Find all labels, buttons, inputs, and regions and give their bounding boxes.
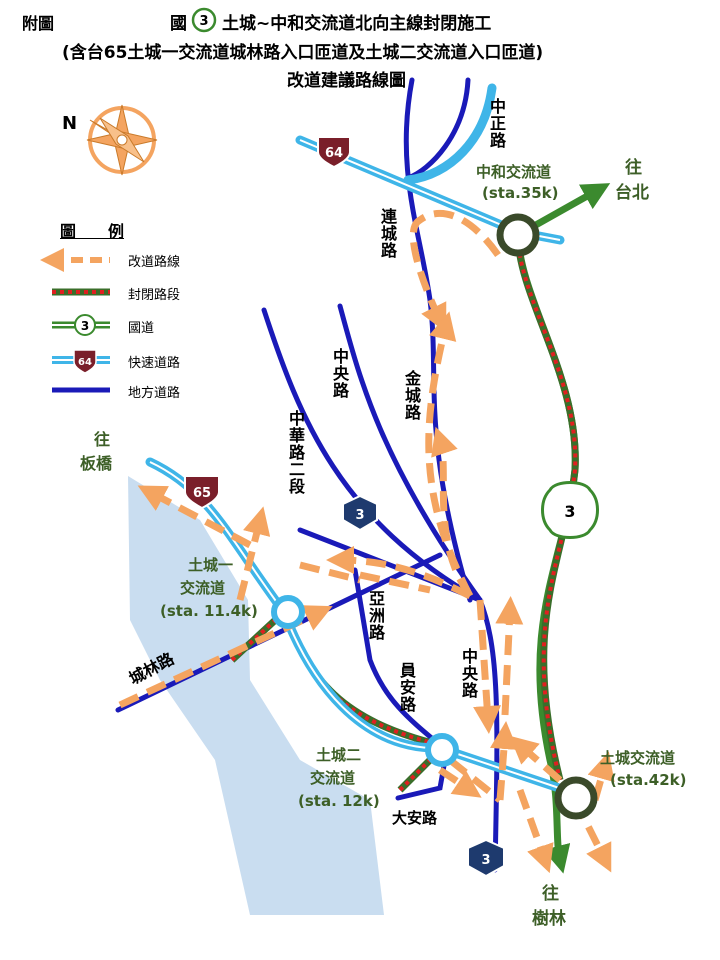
svg-text:3: 3: [199, 14, 208, 29]
tucheng2-name1: 土城二: [316, 746, 362, 764]
zhongzheng-road-line: [405, 77, 471, 181]
zhonghua-road-line: [261, 307, 483, 603]
zhonghua-road-label: 中華路二段: [288, 409, 305, 496]
zhonghe-interchange-sta: (sta.35k): [482, 184, 559, 202]
yazhou-road-line: [352, 567, 443, 748]
title-prefix: 國: [170, 14, 187, 34]
shield-provincial-3-south-text: 3: [481, 853, 490, 868]
shield-provincial-3-south: 3: [467, 838, 505, 878]
tucheng-interchange: [554, 776, 598, 820]
compass-label: N: [62, 113, 78, 134]
expressway-64-ramp: [403, 83, 497, 185]
page-title: 土城~中和交流道北向主線封閉施工: [222, 14, 492, 34]
page-subtitle: (含台65土城一交流道城林路入口匝道及土城二交流道入口匝道): [62, 43, 544, 63]
legend-title: 圖 例: [60, 222, 125, 241]
zhongyang-road-n-line: [337, 303, 483, 603]
title-shield-icon: 3: [191, 7, 217, 33]
shield-65: 65: [184, 475, 220, 510]
zhongyang-road-n-label: 中央路: [332, 347, 349, 400]
liancheng-road-label: 連城路: [380, 207, 397, 260]
legend-detour-label: 改道路線: [128, 255, 181, 270]
jincheng-road-label: 金城路: [404, 369, 421, 422]
page-subtitle-2: 改道建議路線圖: [287, 71, 406, 91]
zhonghe-interchange-name: 中和交流道: [476, 163, 552, 181]
shield-65-text: 65: [193, 486, 211, 501]
shield-64: 64: [317, 136, 351, 169]
shield-national-3-text: 3: [564, 502, 575, 521]
legend-swatches: 3 64: [40, 248, 110, 393]
yongan-road-label: 員安路: [399, 661, 416, 714]
svg-text:3: 3: [81, 319, 89, 333]
to-banqiao-line2: 板橋: [80, 454, 113, 473]
zhongyang-road-s-line: [477, 597, 500, 873]
daan-road-label: 大安路: [392, 809, 438, 827]
legend-freeway-label: 國道: [128, 321, 155, 336]
figure-label: 附圖: [22, 14, 55, 33]
tucheng1-sta: (sta. 11.4k): [160, 602, 258, 620]
tucheng-interchange-name: 土城交流道: [600, 749, 676, 767]
chenglin-road-line: [115, 552, 443, 713]
shield-64-text: 64: [325, 146, 343, 161]
tucheng2-name2: 交流道: [310, 769, 356, 787]
zhongzheng-road-label: 中正路: [489, 97, 506, 150]
tucheng-interchange-sta: (sta.42k): [610, 771, 687, 789]
river: [128, 476, 384, 915]
legend-closure-label: 封閉路段: [128, 288, 181, 303]
tucheng2-interchange: [425, 733, 459, 767]
to-taipei-line1: 往: [625, 158, 642, 178]
connector-road-line: [297, 527, 483, 603]
shield-national-3: 3: [541, 481, 599, 539]
tucheng1-name2: 交流道: [180, 579, 226, 597]
zhongyang-road-s-label: 中央路: [461, 647, 478, 700]
tucheng1-name1: 土城一: [188, 556, 234, 574]
tucheng2-sta: (sta. 12k): [298, 792, 380, 810]
compass-icon: [86, 104, 158, 176]
to-shulin-line2: 樹林: [532, 909, 566, 929]
shield-provincial-3-north-text: 3: [355, 508, 364, 523]
legend-expressway-label: 快速道路: [128, 356, 181, 371]
yazhou-road-label: 亞洲路: [368, 589, 385, 642]
to-taipei-line2: 台北: [615, 183, 649, 203]
legend-local-label: 地方道路: [128, 386, 181, 401]
to-banqiao-line1: 往: [94, 430, 111, 449]
svg-text:64: 64: [78, 357, 92, 368]
tucheng1-interchange: [271, 595, 305, 629]
shield-provincial-3-north: 3: [342, 494, 378, 532]
to-shulin-line1: 往: [542, 884, 559, 904]
local-roads: [115, 77, 500, 873]
zhonghe-interchange: [496, 213, 540, 257]
